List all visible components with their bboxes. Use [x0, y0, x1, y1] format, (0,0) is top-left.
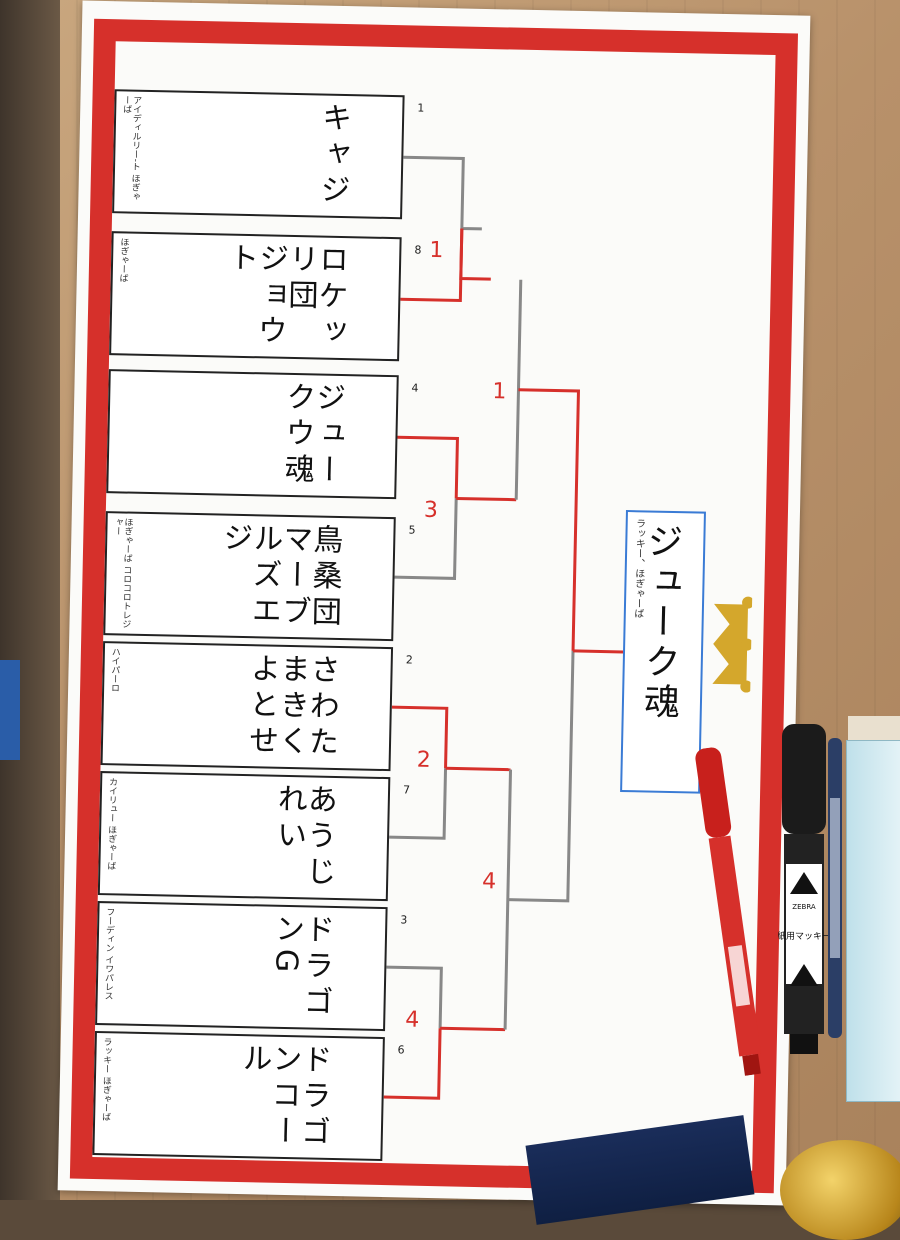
team-name: ロケッリ団 ジョウト [222, 241, 349, 353]
marker-label: 紙用マッキー [778, 930, 830, 942]
line-m4-winner [440, 1026, 506, 1032]
table-edge-shadow [0, 0, 60, 1200]
score-r2-m2: 4 [481, 869, 497, 895]
seed-number: 6 [397, 1043, 405, 1057]
sponsor-text: ラッキー ほぎゃーば [99, 1037, 112, 1122]
entry-slot: 7 あうじれい カイリュー ほぎゃーば [97, 771, 410, 902]
black-marker-pen: ZEBRA 紙用マッキー [778, 724, 830, 1054]
seed-number: 4 [411, 381, 419, 395]
line-r2b-winner [507, 650, 575, 903]
blue-pen [828, 738, 842, 1038]
sponsor-text: カイリュー ほぎゃーば [105, 777, 118, 871]
team-name: ドラゴンコール [236, 1041, 332, 1152]
bracket-area: 1 キャジ アイディルリー-ト ほぎゃーば 8 ロケッリ団 ジョウト ほぎゃーば… [92, 41, 775, 1171]
entry-slot: 1 キャジ アイディルリー-ト ほぎゃーば [112, 89, 424, 220]
line-seed-3 [386, 965, 443, 1029]
seed-number: 1 [417, 101, 425, 115]
line-final [572, 649, 624, 654]
blue-object-left [0, 660, 20, 760]
team-name: ジュークウ魂 [278, 380, 346, 491]
seed-number: 8 [414, 243, 422, 257]
entry-slot: 3 ドラゴンG フーディン イワパレス [95, 901, 407, 1032]
line-seed-5 [394, 498, 458, 580]
line-m2-winner [456, 496, 517, 502]
light-blue-box [846, 740, 900, 1102]
line-seed-6 [383, 1028, 442, 1100]
score-r1-m4: 4 [404, 1007, 420, 1033]
line-seed-1 [403, 155, 482, 231]
score-r1-m2: 3 [423, 497, 439, 524]
sponsor-text: アイディルリー-ト ほぎゃーば [121, 95, 142, 201]
line-m1-winner [459, 228, 491, 281]
sponsor-text: ほぎゃーば コロコロトレジャー [112, 517, 133, 629]
gold-object [780, 1140, 900, 1240]
line-seed-2 [391, 705, 449, 769]
entry-slot: 5 鳥桑団 マーブルズエジ ほぎゃーば コロコロトレジャー [103, 511, 416, 642]
red-marker-pen [695, 747, 762, 1076]
score-r1-m1: 1 [429, 237, 444, 264]
score-r2-m1: 1 [492, 379, 507, 405]
seed-number: 5 [408, 523, 416, 537]
crown-icon [712, 596, 753, 693]
entry-slot: 8 ロケッリ団 ジョウト ほぎゃーば [109, 231, 422, 362]
line-seed-4 [397, 435, 459, 499]
entry-slot: 4 ジュークウ魂 [106, 369, 419, 500]
line-m3-winner [445, 766, 511, 772]
champion-sponsor: ラッキー、ほぎゃーば [631, 518, 645, 619]
sponsor-text: ほぎゃーば [117, 237, 129, 283]
line-seed-7 [389, 768, 448, 840]
tournament-sheet: 1 キャジ アイディルリー-ト ほぎゃーば 8 ロケッリ団 ジョウト ほぎゃーば… [57, 0, 811, 1206]
box-lid [848, 716, 900, 740]
seed-number: 2 [405, 653, 413, 667]
entry-slot: 6 ドラゴンコール ラッキー ほぎゃーば [92, 1030, 405, 1162]
team-name: キャジ [314, 101, 352, 211]
bracket-lines [383, 155, 624, 1100]
seed-number: 3 [400, 913, 408, 927]
team-name: さわたまきくよとせ [242, 652, 340, 763]
team-name: ドラゴンG [268, 912, 335, 1022]
seed-number: 7 [402, 783, 411, 797]
team-name: あうじれい [270, 782, 338, 892]
line-r2-winner [518, 388, 581, 651]
team-name: 鳥桑団 マーブルズエジ [216, 521, 343, 633]
entry-slot: 2 さわたまきくよとせ ハイパーロ [100, 641, 413, 772]
score-r1-m3: 2 [416, 747, 431, 773]
marker-brand: ZEBRA [792, 903, 816, 911]
sponsor-text: フーディン イワパレス [102, 907, 115, 1001]
sponsor-text [112, 375, 114, 487]
line-r2-top [514, 279, 523, 500]
sponsor-text: ハイパーロ [108, 647, 120, 693]
